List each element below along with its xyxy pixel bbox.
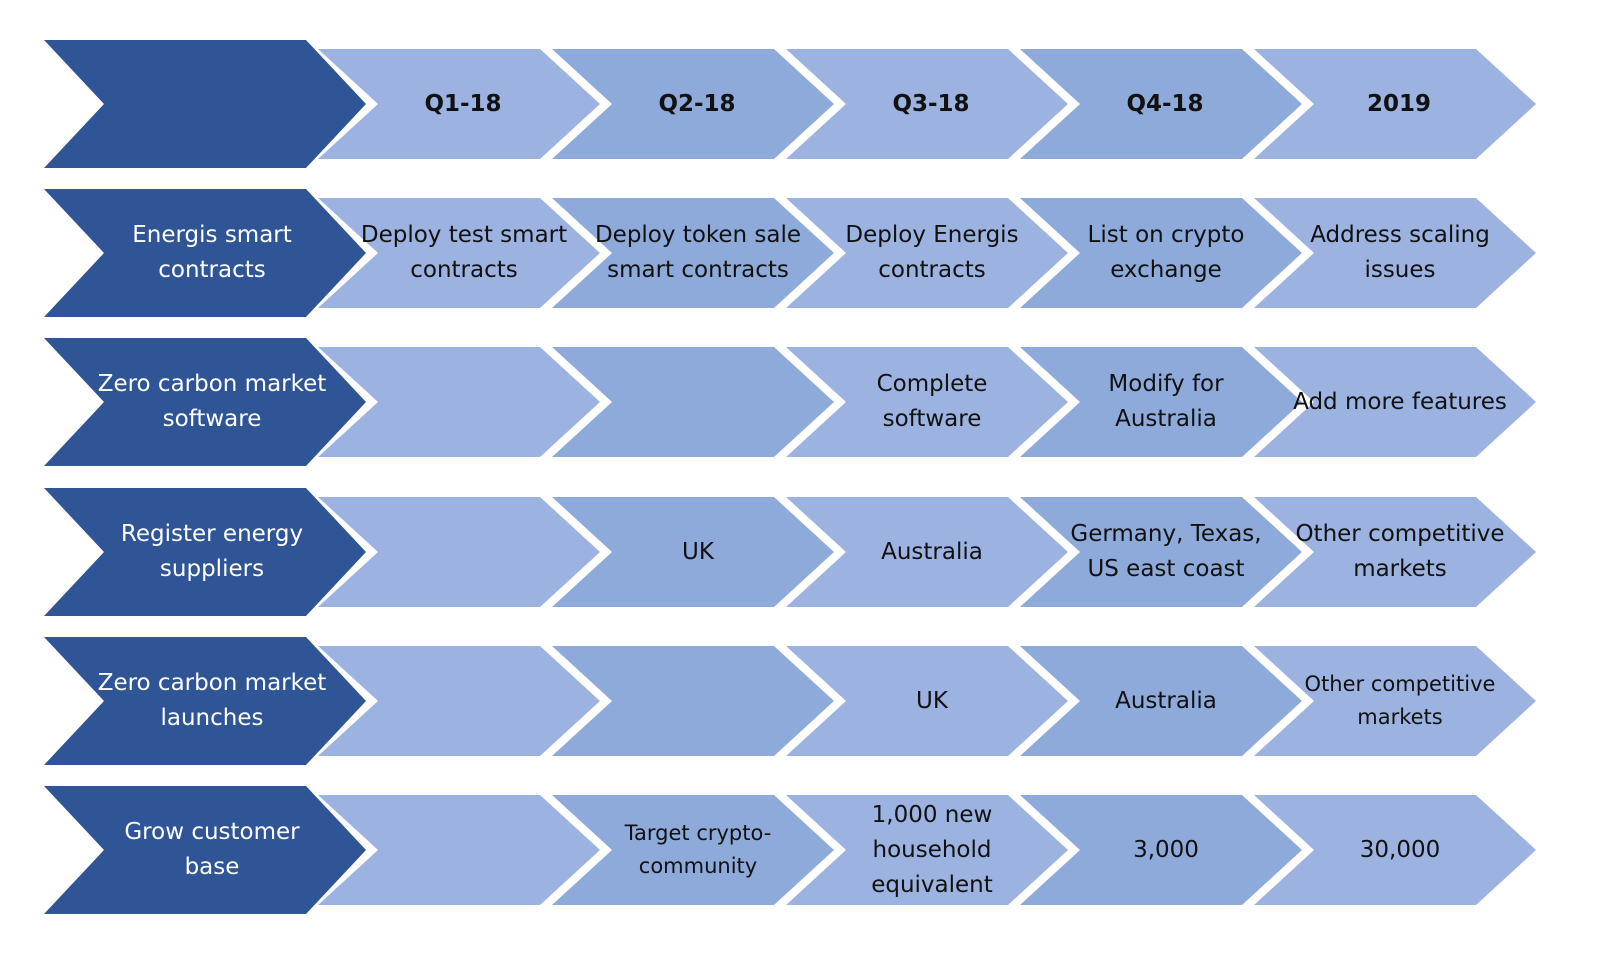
header-q1-18: Q1-18 (424, 90, 502, 117)
chevron-r5-c2 (786, 795, 1068, 905)
row-label-energis-smart-contracts: Energis smart contracts (132, 222, 292, 283)
chevron-r1-c1 (552, 198, 834, 308)
header-q2-18: Q2-18 (658, 90, 736, 117)
row1-cell-q1: Deploy test smart contracts (360, 222, 568, 283)
header-q4-18: Q4-18 (1126, 90, 1204, 117)
row4-cell-2019: Other competitive markets (1304, 672, 1496, 729)
chevron-r1-c4 (1254, 198, 1536, 308)
row1-cell-q4: List on crypto exchange (1087, 222, 1245, 283)
chevron-r0-c1 (552, 49, 834, 159)
row-label-grow-customer-base: Grow customer base (124, 819, 300, 880)
chevron-r5-c0 (318, 795, 600, 905)
row1-cell-q3: Deploy Energis contracts (845, 222, 1019, 283)
label-chevron-r1 (44, 189, 366, 317)
row4-cell-q3: UK (916, 687, 948, 714)
chevron-r3-c0 (318, 497, 600, 607)
chevron-r1-c2 (786, 198, 1068, 308)
row2-cell-q2 (590, 341, 806, 463)
chevron-r3-c2 (786, 497, 1068, 607)
chevron-r4-c0 (318, 646, 600, 756)
chevron-r1-c3 (1020, 198, 1302, 308)
row4-cell-q2 (590, 640, 806, 762)
row-label-zero-carbon-market-software: Zero carbon market software (97, 371, 327, 432)
row1-cell-q2: Deploy token sale smart contracts (594, 222, 802, 283)
chevron-r4-c4 (1254, 646, 1536, 756)
chevron-r1-c0 (318, 198, 600, 308)
row1-cell-2019: Address scaling issues (1310, 222, 1490, 283)
chevron-r4-c2 (786, 646, 1068, 756)
chevron-r3-c1 (552, 497, 834, 607)
row4-cell-q4: Australia (1115, 687, 1217, 714)
row5-cell-q4: 3,000 (1133, 836, 1199, 863)
row3-cell-q3: Australia (881, 538, 983, 565)
row-label-register-energy-suppliers: Register energy suppliers (120, 521, 304, 582)
row5-cell-q1 (356, 789, 572, 911)
chevron-r5-c1 (552, 795, 834, 905)
header-q3-18: Q3-18 (892, 90, 970, 117)
row3-cell-q2: UK (682, 538, 714, 565)
row3-cell-q1 (356, 491, 572, 613)
row4-cell-q1 (356, 640, 572, 762)
chevron-r0-c0 (318, 49, 600, 159)
row5-cell-q2: Target crypto-community (624, 821, 772, 878)
row3-cell-2019: Other competitive markets (1295, 521, 1505, 582)
row3-cell-q4: Germany, Texas, US east coast (1070, 521, 1262, 582)
label-chevron-r5 (44, 786, 366, 914)
chevron-r0-c3 (1020, 49, 1302, 159)
chevron-r3-c4 (1254, 497, 1536, 607)
chevron-r3-c3 (1020, 497, 1302, 607)
chevron-r2-c2 (786, 347, 1068, 457)
row-label-zero-carbon-market-launches: Zero carbon market launches (97, 670, 327, 731)
chevron-r4-c1 (552, 646, 834, 756)
label-chevron-r3 (44, 488, 366, 616)
chevron-r0-c4 (1254, 49, 1536, 159)
row2-cell-2019: Add more features (1293, 388, 1507, 415)
chevron-r4-c3 (1020, 646, 1302, 756)
header-2019: 2019 (1366, 90, 1431, 117)
chevron-r0-c2 (786, 49, 1068, 159)
chevron-r2-c4 (1254, 347, 1536, 457)
row5-cell-2019: 30,000 (1359, 836, 1441, 863)
chevron-r5-c3 (1020, 795, 1302, 905)
chevron-r5-c4 (1254, 795, 1536, 905)
label-chevron-r0 (44, 40, 366, 168)
label-chevron-r2 (44, 338, 366, 466)
chevron-r2-c3 (1020, 347, 1302, 457)
chevron-r2-c0 (318, 347, 600, 457)
row2-cell-q4: Modify for Australia (1108, 371, 1224, 432)
row5-cell-q3: 1,000 new household equivalent (871, 801, 993, 898)
row2-cell-q3: Complete software (876, 371, 988, 432)
label-chevron-r4 (44, 637, 366, 765)
row2-cell-q1 (356, 341, 572, 463)
chevron-r2-c1 (552, 347, 834, 457)
